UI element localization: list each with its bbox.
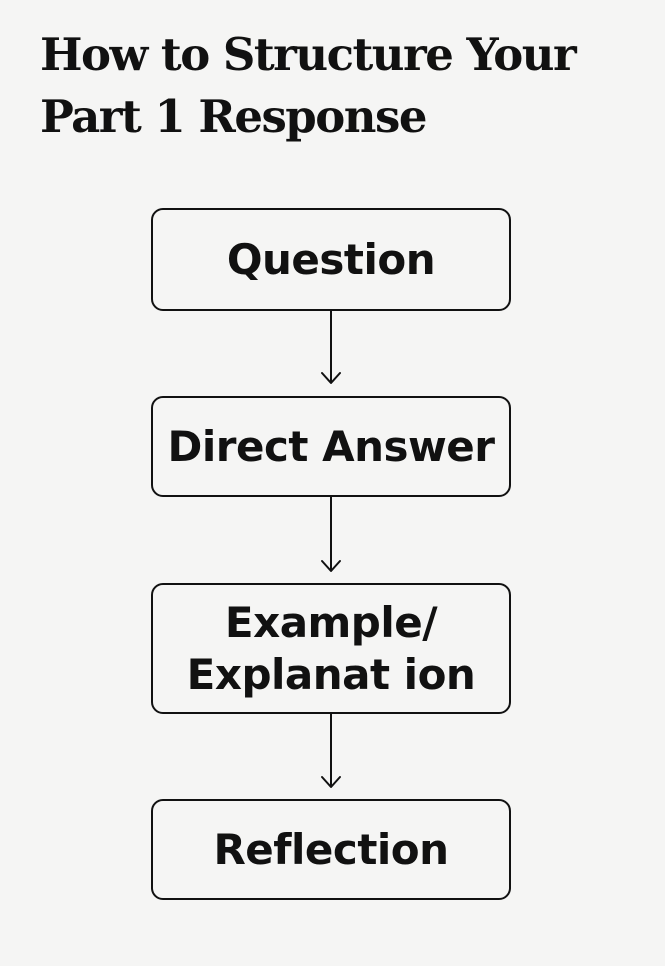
step-example-label-line-1: Example/ [224, 597, 438, 647]
arrow-3 [321, 713, 341, 788]
step-reflection-label: Reflection [213, 824, 449, 874]
step-direct-answer-label: Direct Answer [167, 421, 495, 471]
title-line-2: Part 1 Response [40, 90, 427, 143]
step-example-label-line-2: Explanat ion [186, 649, 476, 699]
arrow-1 [321, 310, 341, 384]
page-title: How to Structure Your Part 1 Response [40, 24, 640, 148]
arrow-2 [321, 496, 341, 572]
step-question-box: Question [151, 208, 511, 311]
step-question-label: Question [226, 234, 436, 284]
step-direct-answer-box: Direct Answer [151, 396, 511, 497]
step-reflection-box: Reflection [151, 799, 511, 900]
title-line-1: How to Structure Your [40, 28, 577, 81]
